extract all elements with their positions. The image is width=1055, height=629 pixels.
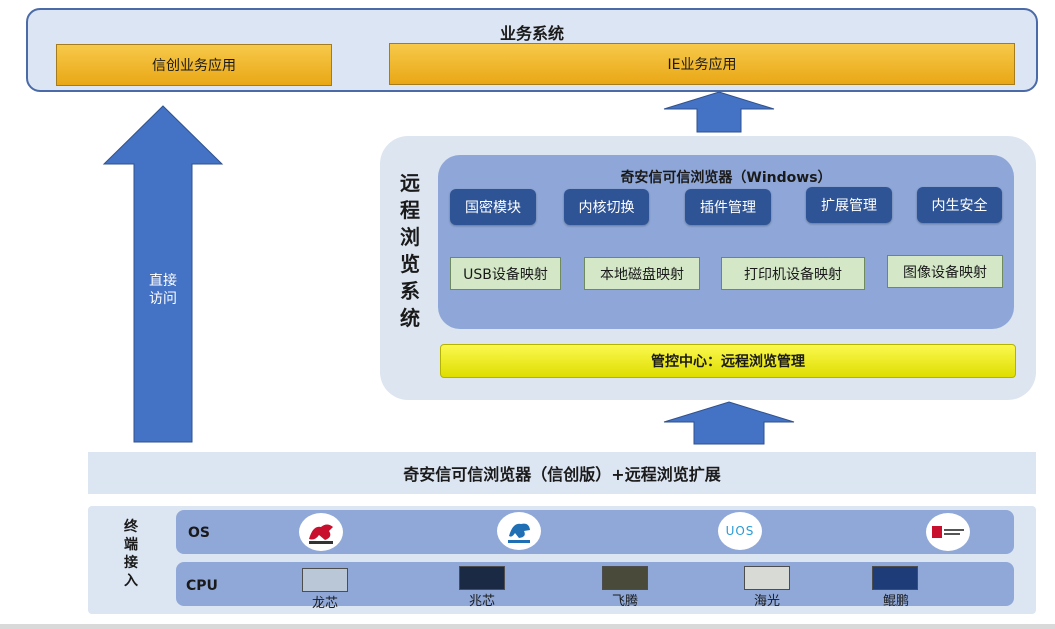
remote-to-ie-arrow bbox=[663, 91, 775, 133]
loongson-chip-icon bbox=[302, 568, 348, 592]
remote-browse-system-label: 远程浏览系统 bbox=[400, 171, 420, 330]
business-system-title: 业务系统 bbox=[499, 24, 564, 43]
qianxin-browser-windows-title: 奇安信可信浏览器（Windows） bbox=[620, 170, 832, 186]
mapping-usb: USB设备映射 bbox=[450, 257, 561, 290]
phytium-chip-icon bbox=[602, 566, 648, 590]
xinchuang-business-app: 信创业务应用 bbox=[56, 44, 332, 86]
qianxin-browser-windows-panel bbox=[438, 155, 1014, 329]
base-to-remote-arrow bbox=[663, 401, 795, 445]
module-plugin-management: 插件管理 bbox=[685, 189, 771, 225]
qianxin-browser-xinchuang-bar: 奇安信可信浏览器（信创版）+远程浏览扩展 bbox=[88, 452, 1036, 494]
hygon-chip-icon bbox=[744, 566, 790, 590]
module-kernel-switch: 内核切换 bbox=[564, 189, 649, 225]
mapping-local-disk: 本地磁盘映射 bbox=[584, 257, 700, 290]
cpu-kunpeng-label: 鲲鹏 bbox=[882, 594, 909, 609]
cpu-zhaoxin-label: 兆芯 bbox=[468, 594, 495, 609]
control-center-bar: 管控中心：远程浏览管理 bbox=[440, 344, 1016, 378]
kylin-software-logo-icon bbox=[497, 512, 541, 550]
module-extension-management: 扩展管理 bbox=[806, 187, 892, 223]
module-guomi: 国密模块 bbox=[450, 189, 536, 225]
mapping-printer: 打印机设备映射 bbox=[721, 257, 865, 290]
zhaoxin-chip-icon bbox=[459, 566, 505, 590]
cpu-row-label: CPU bbox=[186, 578, 218, 594]
cpu-hygon-label: 海光 bbox=[753, 594, 780, 609]
direct-access-arrow bbox=[102, 105, 224, 443]
uos-logo-icon: UOS bbox=[718, 512, 762, 550]
bottom-divider bbox=[0, 624, 1055, 629]
kunpeng-chip-icon bbox=[872, 566, 918, 590]
os-row-label: OS bbox=[188, 525, 210, 541]
nfs-china-logo-icon bbox=[926, 513, 970, 551]
terminal-access-label: 终端接入 bbox=[124, 519, 138, 589]
direct-access-label: 直接 访问 bbox=[149, 273, 177, 307]
kylin-logo-icon bbox=[299, 513, 343, 551]
cpu-phytium-label: 飞腾 bbox=[611, 594, 638, 609]
ie-business-app: IE业务应用 bbox=[389, 43, 1015, 85]
cpu-loongson-label: 龙芯 bbox=[311, 596, 338, 611]
mapping-image-device: 图像设备映射 bbox=[887, 255, 1003, 288]
module-endogenous-security: 内生安全 bbox=[917, 187, 1002, 223]
